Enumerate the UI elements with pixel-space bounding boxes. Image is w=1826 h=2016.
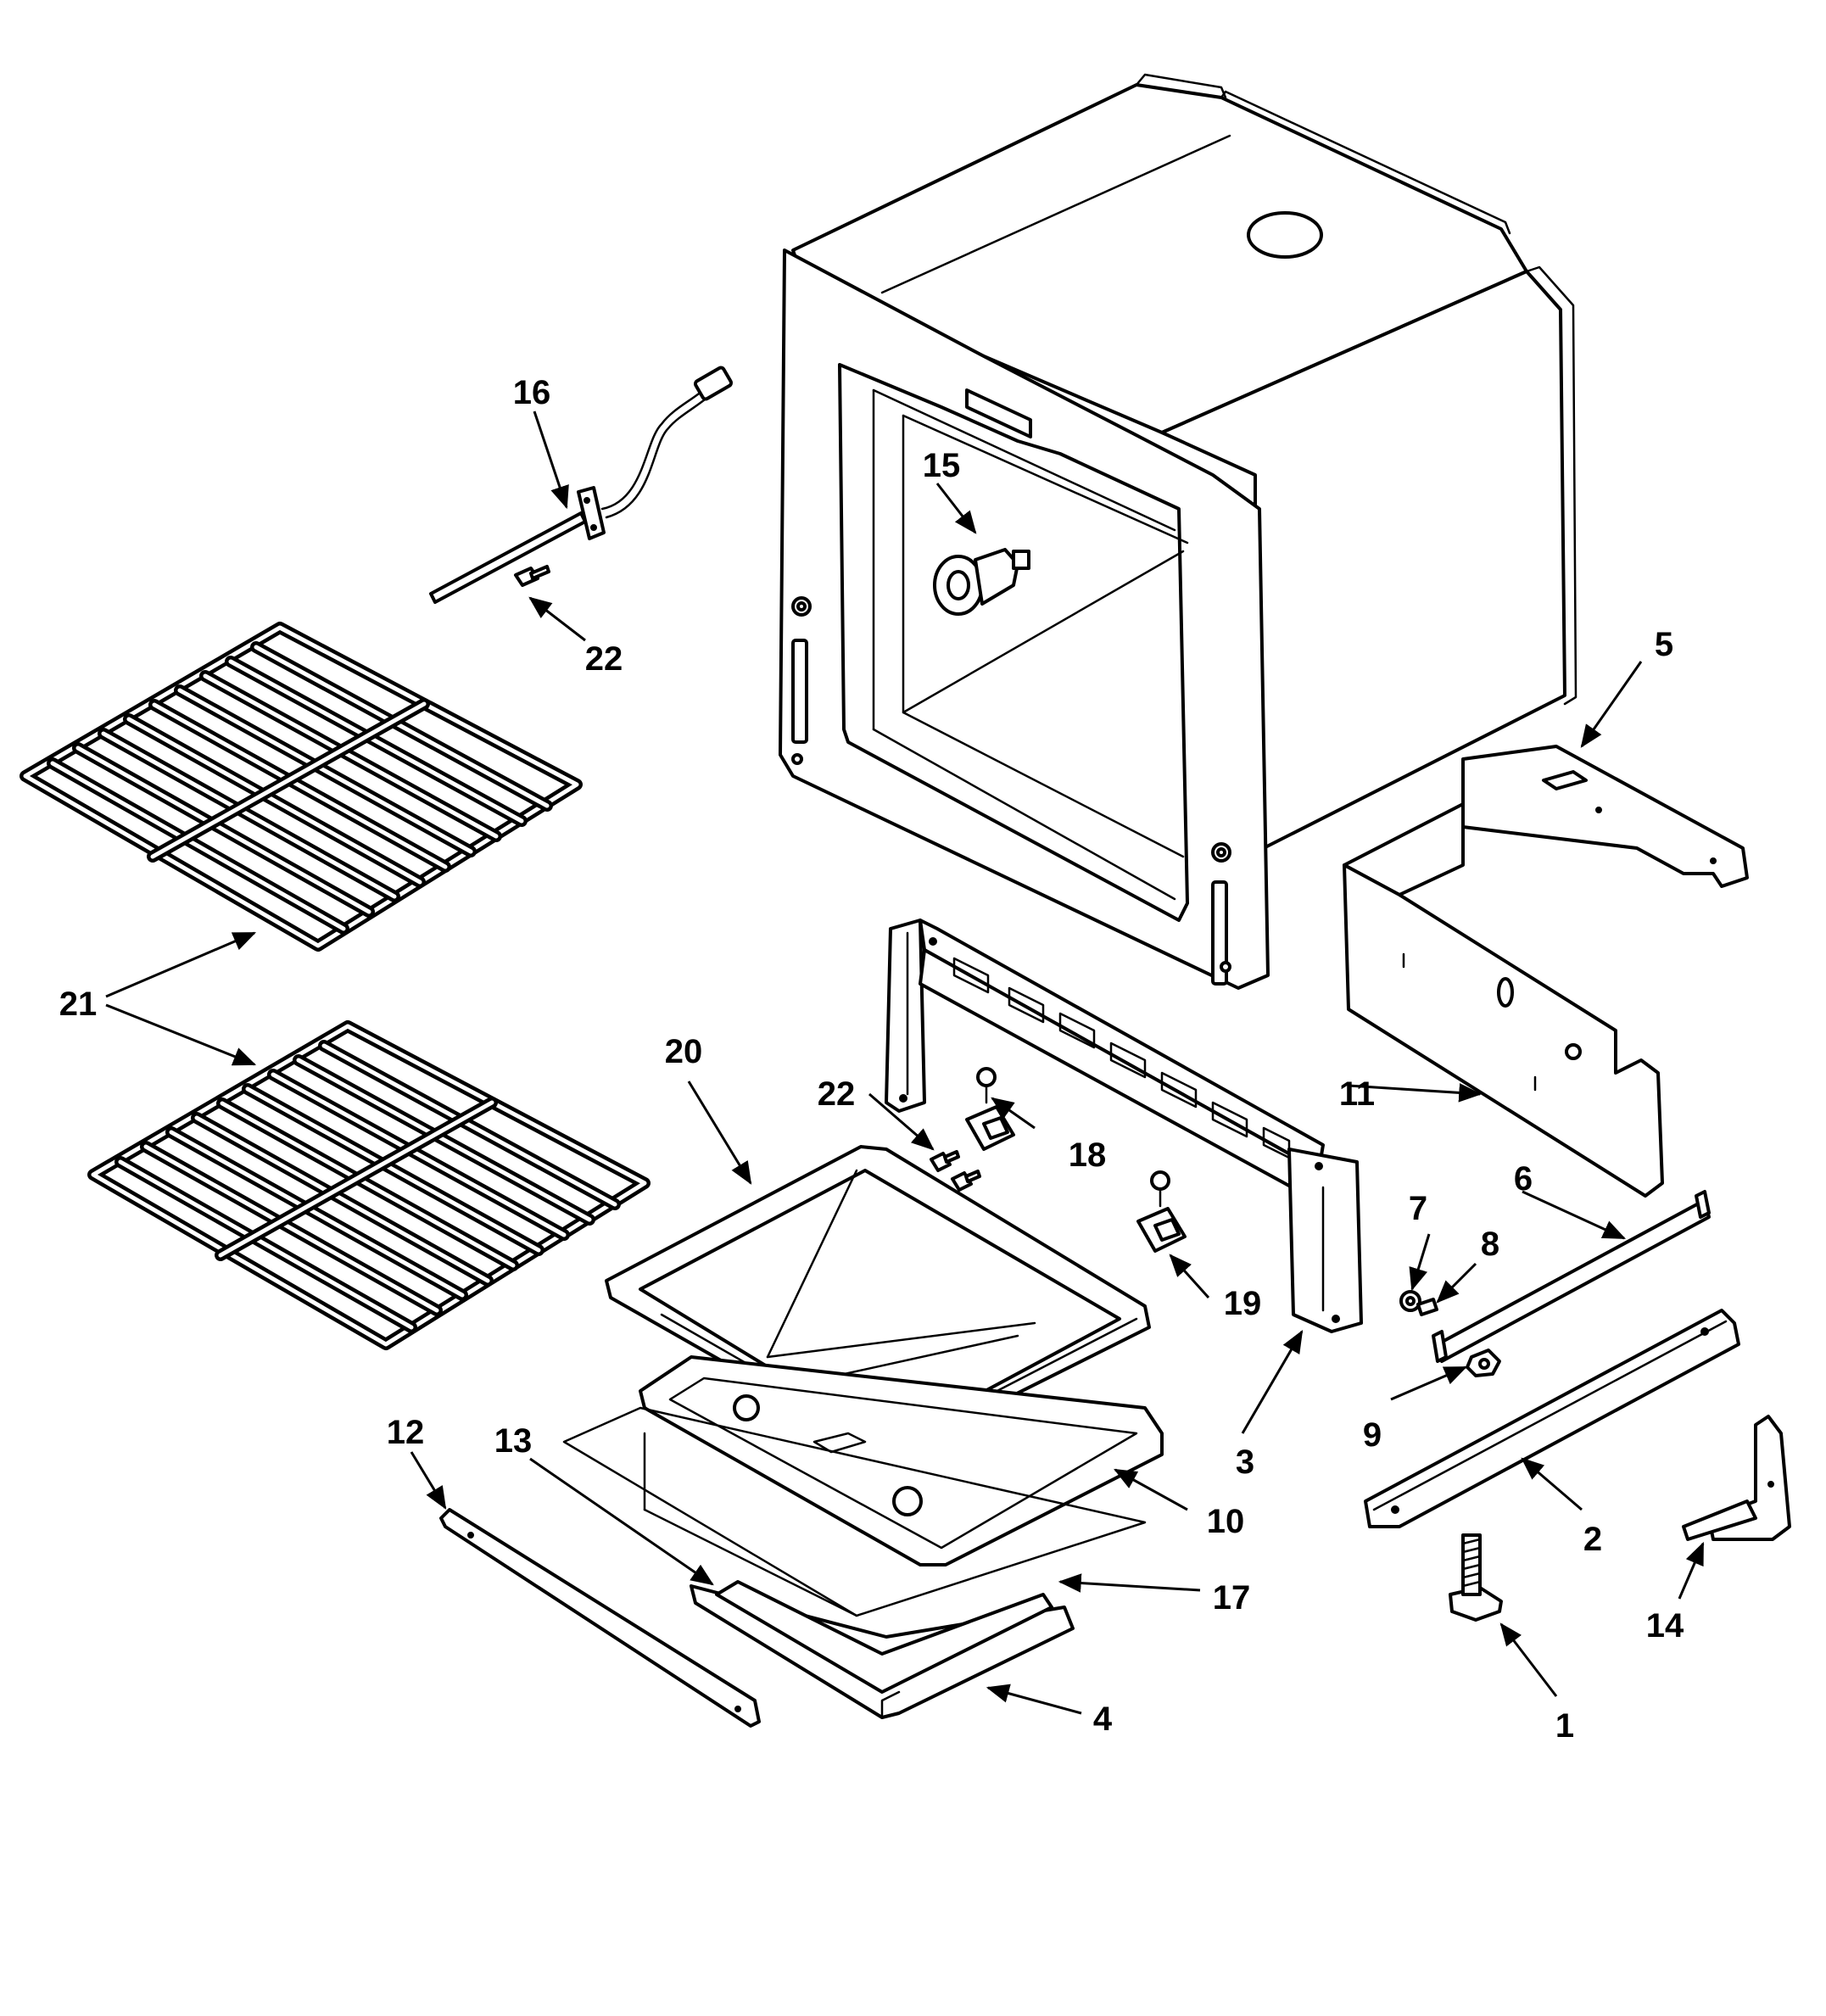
hinge-receptacle-right bbox=[1136, 1207, 1187, 1253]
oven-rack-upper bbox=[20, 622, 583, 952]
screw-19 bbox=[1150, 1170, 1170, 1208]
callout-10: 10 bbox=[1207, 1503, 1245, 1540]
screw-top bbox=[514, 565, 550, 587]
callout-19: 19 bbox=[1224, 1285, 1262, 1322]
temperature-sensor bbox=[429, 366, 733, 604]
drawer-trim bbox=[439, 1508, 761, 1728]
drawer-liner bbox=[562, 1406, 1147, 1617]
nut-9 bbox=[1466, 1349, 1501, 1377]
callout-16: 16 bbox=[513, 374, 551, 411]
callout-6: 6 bbox=[1514, 1160, 1533, 1198]
rear-bracket bbox=[1461, 745, 1749, 888]
screw-bottom-a bbox=[930, 1150, 960, 1172]
callout-9: 9 bbox=[1363, 1416, 1382, 1454]
callout-2: 2 bbox=[1583, 1521, 1602, 1558]
callout-18: 18 bbox=[1069, 1136, 1107, 1174]
broiler-pan bbox=[639, 1355, 1164, 1566]
callout-8: 8 bbox=[1481, 1226, 1499, 1263]
front-frame bbox=[885, 919, 1363, 1333]
callout-15: 15 bbox=[923, 447, 961, 484]
callout-22-bottom: 22 bbox=[818, 1075, 856, 1113]
callout-14: 14 bbox=[1646, 1607, 1684, 1645]
corner-bracket bbox=[1682, 1415, 1791, 1541]
fastener-7 bbox=[1399, 1290, 1421, 1312]
callout-3: 3 bbox=[1236, 1444, 1254, 1481]
callout-12: 12 bbox=[387, 1414, 425, 1451]
callout-13: 13 bbox=[494, 1422, 533, 1460]
callout-4: 4 bbox=[1093, 1700, 1113, 1738]
side-rail-upper bbox=[1432, 1190, 1711, 1363]
callout-labels: 1 2 3 4 5 6 7 8 9 10 11 12 13 14 15 16 1… bbox=[59, 374, 1684, 1745]
leveling-leg bbox=[1449, 1533, 1503, 1622]
screw-18 bbox=[976, 1067, 997, 1104]
drawer-bottom bbox=[690, 1580, 1075, 1719]
oven-rack-lower bbox=[87, 1020, 651, 1350]
callout-7: 7 bbox=[1409, 1190, 1427, 1227]
side-shield bbox=[1343, 802, 1664, 1198]
callout-1: 1 bbox=[1555, 1707, 1574, 1745]
hinge-receptacle-left bbox=[965, 1105, 1015, 1151]
oven-cavity bbox=[779, 73, 1578, 990]
screw-bottom-b bbox=[951, 1170, 981, 1192]
lamp-socket bbox=[933, 548, 1030, 616]
leader-lines bbox=[105, 410, 1705, 1715]
side-rail-lower bbox=[1364, 1309, 1740, 1528]
callout-20: 20 bbox=[665, 1033, 703, 1070]
fastener-8 bbox=[1416, 1298, 1438, 1316]
callout-5: 5 bbox=[1655, 626, 1673, 663]
callout-11: 11 bbox=[1339, 1075, 1375, 1113]
callout-17: 17 bbox=[1213, 1579, 1251, 1617]
callout-21: 21 bbox=[59, 986, 98, 1023]
callout-22-top: 22 bbox=[585, 640, 623, 678]
